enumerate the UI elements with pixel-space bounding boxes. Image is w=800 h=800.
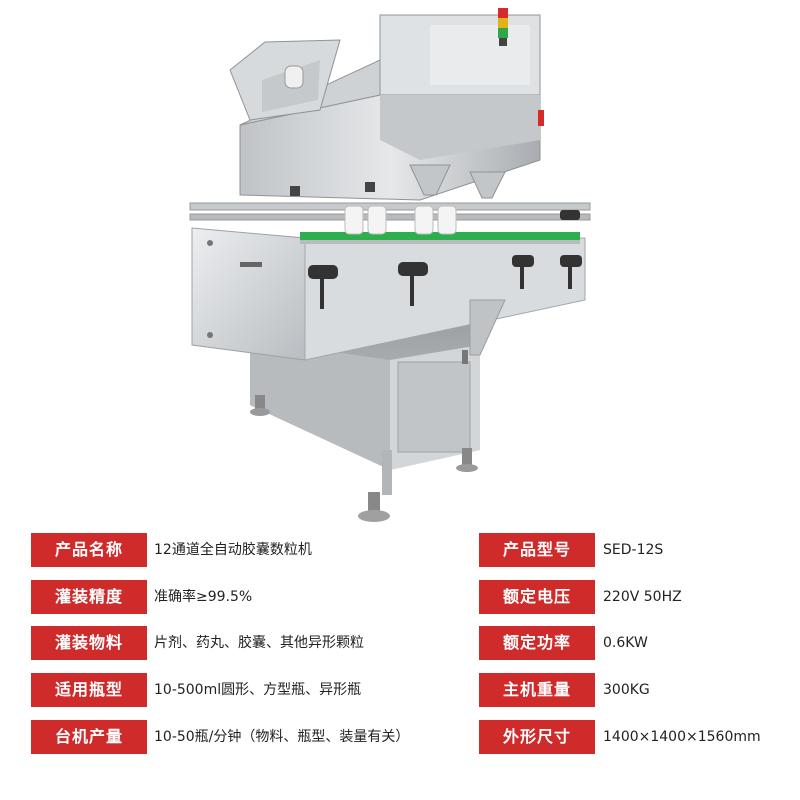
spec-label: 灌装物料 (31, 626, 147, 660)
spec-value: 10-50瓶/分钟（物料、瓶型、装量有关） (154, 729, 410, 745)
spec-value: SED-12S (603, 542, 664, 558)
spec-value: 220V 50HZ (603, 589, 682, 605)
spec-label: 外形尺寸 (479, 720, 595, 754)
product-photo (189, 8, 591, 522)
spec-label: 灌装精度 (31, 580, 147, 614)
spec-row: 台机产量 10-50瓶/分钟（物料、瓶型、装量有关） 外形尺寸 1400×140… (0, 720, 800, 754)
spec-row: 产品名称 12通道全自动胶囊数粒机 产品型号 SED-12S (0, 533, 800, 567)
capsule-counting-machine-image (189, 8, 591, 522)
spec-value: 0.6KW (603, 635, 648, 651)
spec-value: 300KG (603, 682, 650, 698)
spec-label: 适用瓶型 (31, 673, 147, 707)
spec-row: 灌装精度 准确率≥99.5% 额定电压 220V 50HZ (0, 580, 800, 614)
spec-value: 1400×1400×1560mm (603, 729, 761, 745)
spec-table: 产品名称 12通道全自动胶囊数粒机 产品型号 SED-12S 灌装精度 准确率≥… (0, 530, 800, 800)
spec-value: 10-500ml圆形、方型瓶、异形瓶 (154, 682, 362, 698)
spec-value: 片剂、药丸、胶囊、其他异形颗粒 (154, 635, 364, 651)
spec-value: 准确率≥99.5% (154, 589, 253, 605)
spec-label: 额定电压 (479, 580, 595, 614)
spec-label: 产品型号 (479, 533, 595, 567)
spec-label: 主机重量 (479, 673, 595, 707)
spec-row: 灌装物料 片剂、药丸、胶囊、其他异形颗粒 额定功率 0.6KW (0, 626, 800, 660)
spec-label: 额定功率 (479, 626, 595, 660)
spec-value: 12通道全自动胶囊数粒机 (154, 542, 312, 558)
spec-row: 适用瓶型 10-500ml圆形、方型瓶、异形瓶 主机重量 300KG (0, 673, 800, 707)
spec-label: 产品名称 (31, 533, 147, 567)
spec-label: 台机产量 (31, 720, 147, 754)
